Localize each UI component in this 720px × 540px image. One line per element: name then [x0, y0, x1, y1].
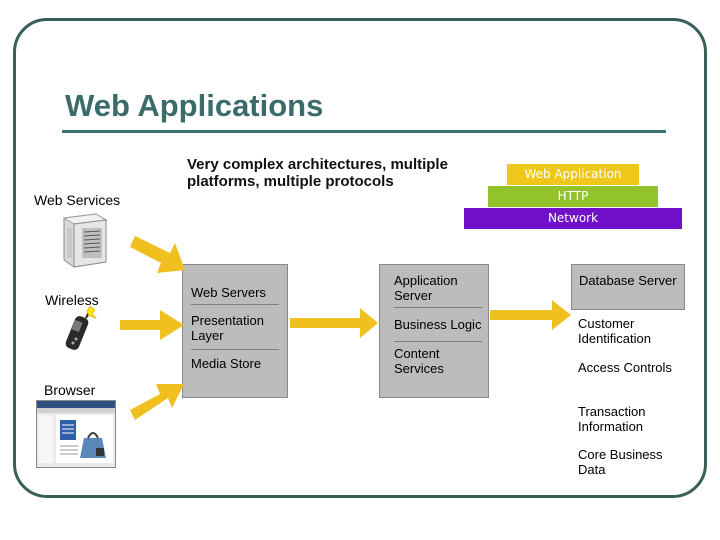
slide-title: Web Applications: [65, 88, 324, 123]
media-store-label: Media Store: [191, 349, 279, 371]
http-band: HTTP: [488, 186, 658, 207]
network-band: Network: [464, 208, 682, 229]
database-server-label: Database Server: [579, 273, 677, 288]
business-logic-label: Business Logic: [394, 317, 482, 332]
server-icon: [62, 213, 108, 268]
web-servers-label: Web Servers: [191, 273, 279, 305]
web-tier-column: Web Servers Presentation Layer Media Sto…: [182, 264, 288, 398]
browser-window-icon: [36, 400, 116, 468]
title-underline: [62, 130, 666, 133]
architecture-description: Very complex architectures, multiple pla…: [187, 156, 448, 190]
web-services-label: Web Services: [34, 192, 121, 208]
app-tier-column: Application Server Business Logic Conten…: [379, 264, 489, 398]
transaction-information-label: Transaction Information: [578, 404, 646, 434]
web-application-band: Web Application: [507, 164, 639, 185]
mobile-phone-icon: [65, 306, 98, 350]
database-server-box: Database Server: [571, 264, 685, 310]
access-controls-label: Access Controls: [578, 360, 672, 375]
slide-frame: [13, 18, 707, 498]
customer-identification-label: Customer Identification: [578, 316, 651, 346]
core-business-data-label: Core Business Data: [578, 447, 663, 477]
content-services-label: Content Services: [394, 341, 482, 376]
browser-label: Browser: [44, 382, 96, 398]
application-server-label: Application Server: [394, 273, 482, 308]
presentation-layer-label: Presentation Layer: [191, 313, 264, 343]
wireless-label: Wireless: [45, 292, 99, 308]
